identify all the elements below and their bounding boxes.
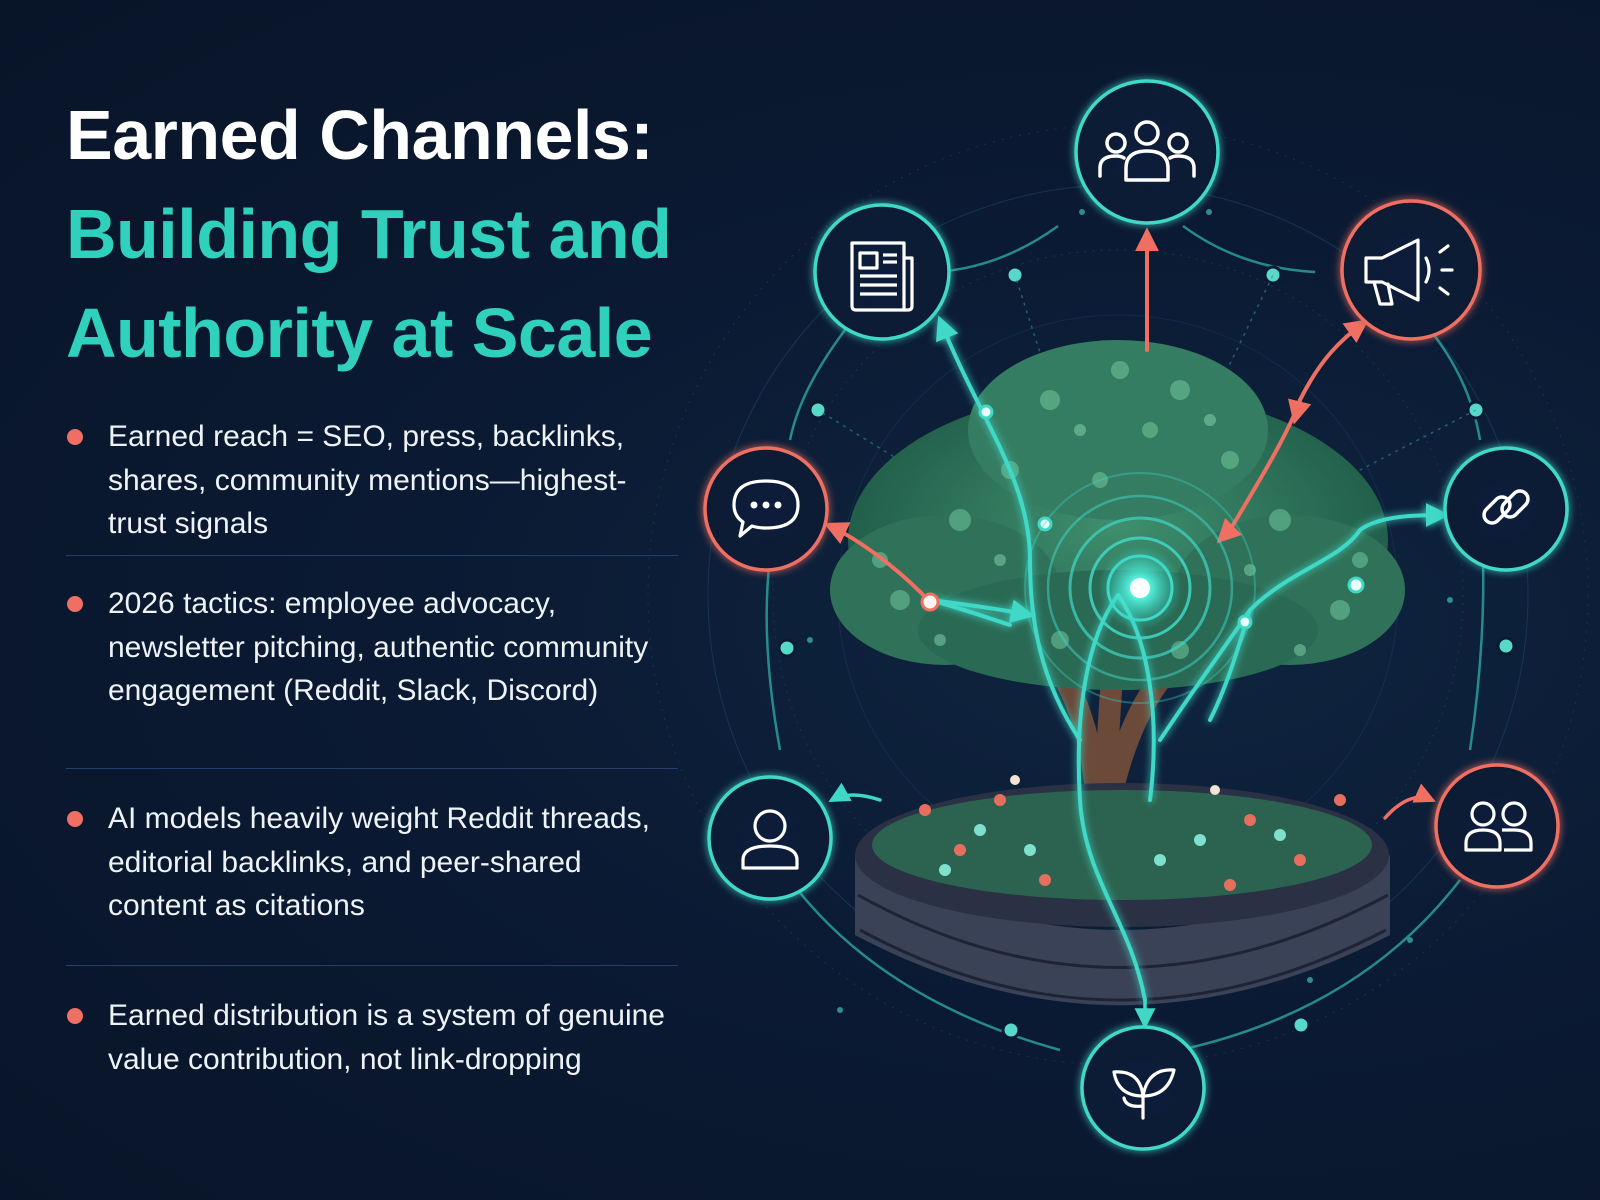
coral-junction [920,592,940,612]
title-line-1: Earned Channels: [66,96,654,174]
node-growth[interactable] [1080,1025,1206,1151]
bullet-item: Earned distribution is a system of genui… [66,994,678,1081]
bullet-list: Earned reach = SEO, press, backlinks, sh… [66,415,678,1081]
bullet-item: AI models heavily weight Reddit threads,… [66,797,678,939]
center-core [1130,578,1150,598]
divider [66,965,678,966]
node-backlinks[interactable] [1443,446,1569,572]
signal-lines [928,315,1450,1002]
people-pair-icon [1464,801,1533,852]
divider [66,555,678,556]
tree-illustration [830,340,1405,1005]
person-icon [741,809,799,870]
node-press[interactable] [813,203,951,341]
bullet-text: Earned reach = SEO, press, backlinks, sh… [108,420,627,540]
coral-lines [823,227,1369,604]
bullet-dot [67,1008,83,1024]
bullet-text: AI models heavily weight Reddit threads,… [108,802,650,922]
node-conversations[interactable] [703,446,829,572]
bullet-dot [67,429,83,445]
bullet-text: Earned distribution is a system of genui… [108,999,665,1076]
title-line-2: Building Trust and [66,195,672,273]
sprout-icon [1112,1068,1176,1120]
link-icon [1482,489,1530,525]
node-amplify[interactable] [1340,199,1482,341]
bullet-dot [67,596,83,612]
bullet-dot [67,811,83,827]
center-signal [1024,472,1256,704]
node-peers[interactable] [1434,763,1560,889]
bullet-text: 2026 tactics: employee advocacy, newslet… [108,587,649,707]
page-title: Earned Channels: Building Trust and Auth… [66,86,706,383]
community-group-icon [1098,120,1196,182]
bullet-item: Earned reach = SEO, press, backlinks, sh… [66,415,678,541]
megaphone-icon [1364,238,1454,306]
node-individual[interactable] [707,775,833,901]
divider [66,768,678,769]
orbit-connections [765,224,1485,1052]
signal-nodes [978,404,1365,630]
node-community[interactable] [1074,79,1220,225]
chat-bubble-icon [732,479,800,538]
bullet-item: 2026 tactics: employee advocacy, newslet… [66,582,678,748]
title-line-3: Authority at Scale [66,294,653,372]
newspaper-icon [850,241,914,312]
text-panel: Earned Channels: Building Trust and Auth… [66,86,706,1076]
